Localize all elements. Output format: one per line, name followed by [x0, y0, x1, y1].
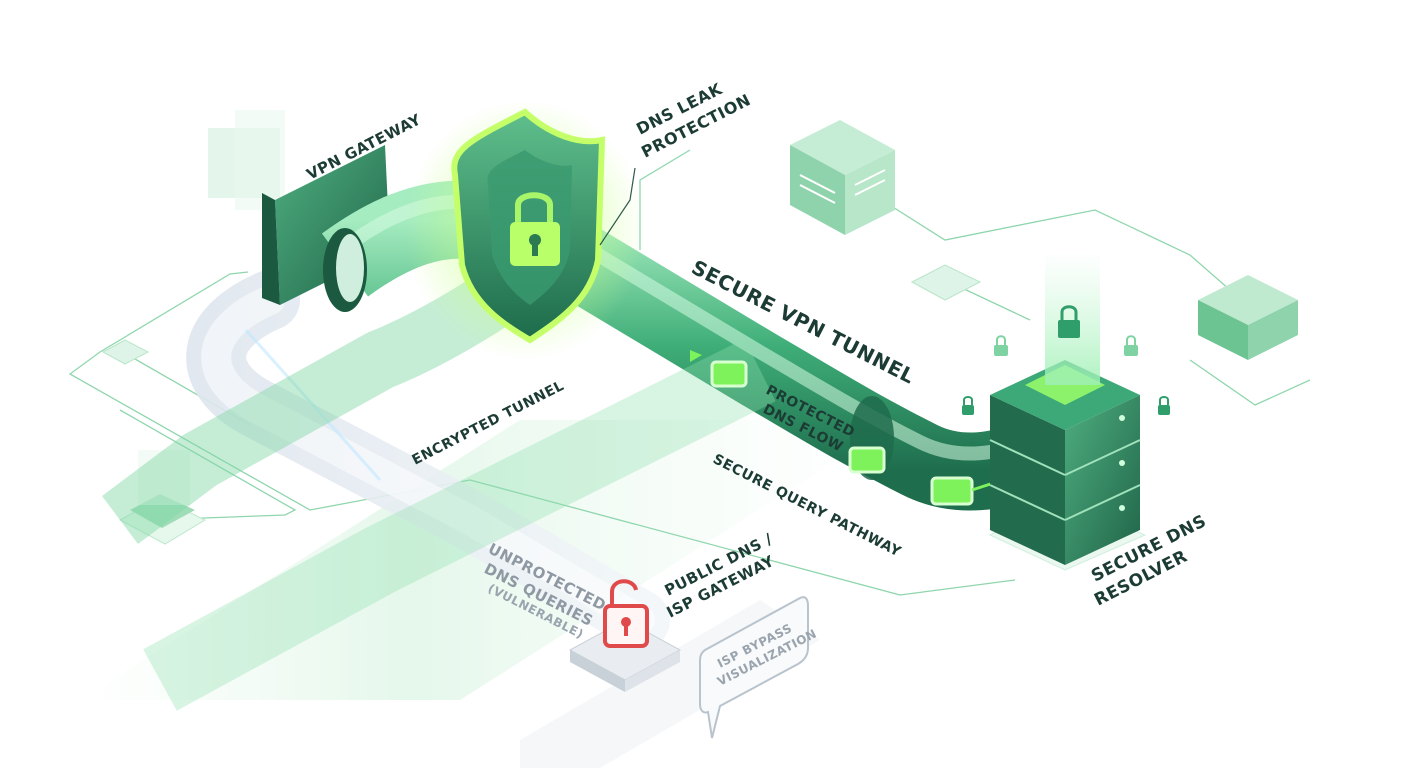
unlocked-padlock-icon	[603, 579, 649, 648]
right-server-far	[1198, 275, 1298, 360]
right-server-top	[790, 120, 895, 235]
isp-bypass-callout	[699, 596, 809, 739]
left-module-top	[208, 110, 285, 210]
shield-lock-icon	[405, 100, 645, 360]
right-node-small	[910, 264, 982, 301]
unprotected-tube	[186, 270, 670, 650]
left-node-small	[101, 339, 150, 365]
padlock-icon-far-left	[962, 396, 974, 415]
dns-leak-callout-line	[599, 167, 636, 246]
padlock-icon-center	[1058, 305, 1080, 338]
secure-dns-resolver-server	[988, 250, 1147, 571]
circuit-lines	[68, 149, 1311, 596]
padlock-icon-right	[1124, 335, 1138, 356]
padlock-icon-far-right	[1158, 396, 1170, 415]
dns-packets	[690, 350, 1028, 506]
left-module-bottom	[118, 450, 207, 545]
isp-gateway-pad	[568, 619, 682, 692]
vpn-gateway-block	[262, 145, 390, 305]
padlock-icon-left	[994, 335, 1008, 356]
